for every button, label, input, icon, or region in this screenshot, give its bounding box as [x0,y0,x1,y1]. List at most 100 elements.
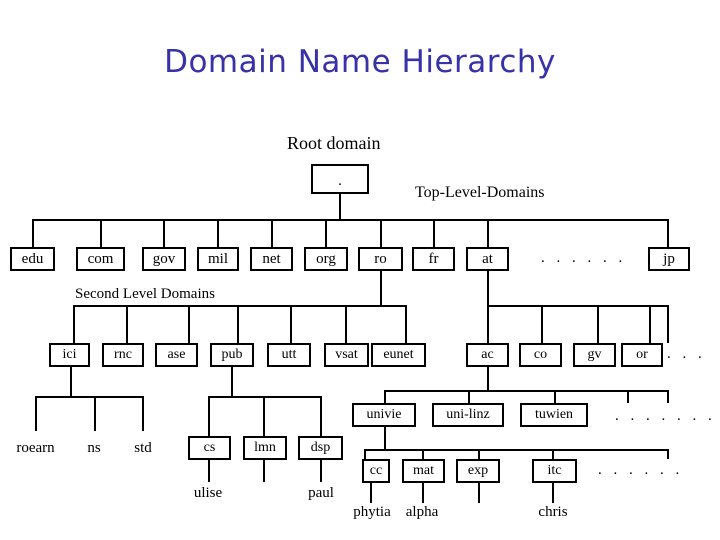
node-tld-edu[interactable]: edu [10,247,55,271]
edge-bus-to-ac-ellipsis [627,390,629,403]
node-sld-ici[interactable]: ici [49,343,90,367]
edge-dsp-to-paul [320,460,322,482]
host-ulise[interactable]: ulise [193,485,223,501]
edge-bus-to-itc [552,449,554,459]
node-lmn[interactable]: lmn [243,436,287,460]
bus-univie-children [364,449,669,451]
node-sld-vsat[interactable]: vsat [324,343,369,367]
bus-second-level-ro-right [380,305,407,307]
node-univie[interactable]: univie [352,403,416,427]
bus-pub-children [208,396,322,398]
node-cs[interactable]: cs [188,436,231,460]
host-ns[interactable]: ns [87,440,101,456]
edge-bus-to-jp [667,219,669,247]
edge-bus-to-eunet [405,305,407,343]
node-tld-gov[interactable]: gov [142,247,186,271]
node-uni-linz[interactable]: uni-linz [432,403,504,427]
edge-bus-to-org [325,219,327,247]
label-root-domain: Root domain [287,133,381,153]
edge-bus-to-net [271,219,273,247]
host-chris[interactable]: chris [538,504,568,520]
edge-univie-down [384,427,386,451]
node-sld-gv[interactable]: gv [573,343,616,367]
node-tld-at[interactable]: at [466,247,509,271]
node-sld-utt[interactable]: utt [267,343,311,367]
label-top-level-domains: Top-Level-Domains [415,184,545,201]
bus-second-level-at [487,305,669,307]
bus-ac-children [384,390,669,392]
node-tld-fr[interactable]: fr [412,247,455,271]
edge-root-to-tld-bus [339,194,341,219]
node-sld-rnc[interactable]: rnc [102,343,144,367]
node-mat[interactable]: mat [402,459,445,483]
host-alpha[interactable]: alpha [405,504,439,520]
edge-bus-to-std [142,396,144,431]
edge-bus-to-fr [433,219,435,247]
edge-bus-to-mil [217,219,219,247]
node-tld-org[interactable]: org [304,247,348,271]
node-sld-eunet[interactable]: eunet [371,343,426,367]
label-second-level-domains: Second Level Domains [75,286,215,302]
node-sld-ac[interactable]: ac [466,343,509,367]
node-sld-ase[interactable]: ase [155,343,198,367]
bus-ici-children [35,396,143,398]
edge-bus-to-gv [597,305,599,343]
edge-bus-to-com [100,219,102,247]
edge-bus-to-pub [237,305,239,343]
node-cc[interactable]: cc [362,459,390,483]
node-tld-mil[interactable]: mil [197,247,239,271]
edge-bus-to-ro [380,219,382,247]
edge-bus-to-cs [208,396,210,436]
node-itc[interactable]: itc [532,459,577,483]
edge-ro-down [380,271,382,307]
edge-itc-to-chris [552,483,554,503]
edge-lmn-stub [263,460,265,482]
edge-bus-to-cc [364,449,366,459]
node-sld-or[interactable]: or [621,343,663,367]
ac-children-ellipsis: . . . . . . . [615,408,716,424]
host-roearn[interactable]: roearn [16,440,55,456]
edge-bus-to-or [649,305,651,343]
node-tld-net[interactable]: net [250,247,293,271]
node-dsp[interactable]: dsp [298,436,343,460]
edge-bus-to-univie-ellipsis [667,449,669,459]
edge-bus-to-tuwien [554,390,556,403]
bus-tld [32,219,669,221]
node-sld-co[interactable]: co [519,343,562,367]
edge-bus-to-ns [94,396,96,431]
edge-bus-to-ac-ellipsis-2 [667,390,669,403]
host-paul[interactable]: paul [308,485,334,501]
node-tld-ro[interactable]: ro [358,247,403,271]
edge-bus-to-ac [487,305,489,343]
edge-bus-to-lmn [263,396,265,436]
edge-bus-to-at [487,219,489,247]
edge-bus-to-vsat [345,305,347,343]
edge-exp-stub [478,483,480,503]
edge-bus-to-roearn [35,396,37,431]
node-tuwien[interactable]: tuwien [520,403,588,427]
host-phytia[interactable]: phytia [353,504,391,520]
bus-second-level-ro [73,305,382,307]
edge-mat-to-alpha [422,483,424,503]
edge-bus-to-ici [73,305,75,343]
node-tld-jp[interactable]: jp [648,247,690,271]
edge-cc-to-phytia [370,483,372,503]
edge-bus-to-edu [32,219,34,247]
edge-bus-to-ase [188,305,190,343]
second-level-at-ellipsis: . . . [667,346,706,362]
edge-bus-to-utt [290,305,292,343]
node-sld-pub[interactable]: pub [210,343,254,367]
edge-ac-down [487,367,489,392]
node-exp[interactable]: exp [456,459,500,483]
edge-bus-to-exp [478,449,480,459]
page-title: Domain Name Hierarchy [164,44,556,80]
edge-bus-to-univie [384,390,386,403]
edge-bus-to-dsp [320,396,322,436]
edge-bus-to-uni-linz [468,390,470,403]
edge-bus-to-at-ellipsis [667,305,669,343]
node-tld-com[interactable]: com [76,247,125,271]
edge-bus-to-mat [422,449,424,459]
node-root[interactable]: . [311,164,369,194]
edge-at-down [487,271,489,307]
host-std[interactable]: std [134,440,152,456]
